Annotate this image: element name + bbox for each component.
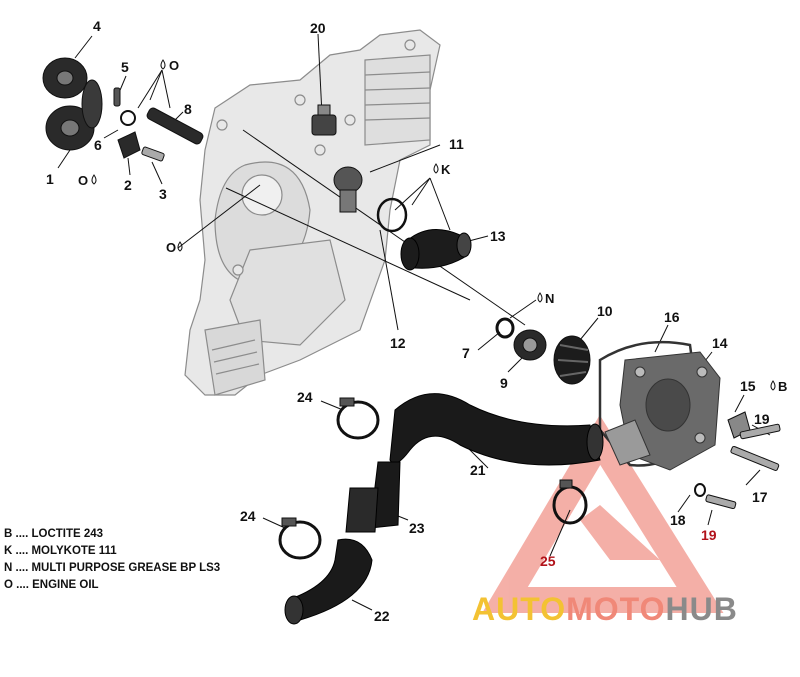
callout-15: 15 bbox=[740, 378, 756, 394]
callout-6: 6 bbox=[94, 137, 102, 153]
symbol-k: K bbox=[441, 162, 451, 177]
drop-icon bbox=[770, 380, 776, 391]
callout-25: 25 bbox=[540, 553, 556, 569]
callout-5: 5 bbox=[121, 59, 129, 75]
symbol-b: B bbox=[778, 379, 787, 394]
water-pump-housing bbox=[598, 340, 721, 471]
callout-13: 13 bbox=[490, 228, 506, 244]
watermark-triangle bbox=[482, 415, 724, 613]
symbol-o-top: O bbox=[169, 58, 179, 73]
hose-13 bbox=[400, 229, 472, 271]
drop-icon bbox=[177, 241, 183, 252]
callout-labels: 4 5 8 6 1 2 3 20 11 13 12 7 9 10 16 14 1… bbox=[46, 18, 770, 624]
callout-16: 16 bbox=[664, 309, 680, 325]
legend-row-b: B .... LOCTITE 243 bbox=[4, 528, 104, 540]
callout-2: 2 bbox=[124, 177, 132, 193]
lubricant-symbols: O O O K N B bbox=[78, 58, 787, 394]
small-parts-left bbox=[113, 87, 204, 162]
callout-21: 21 bbox=[470, 462, 486, 478]
callout-3: 3 bbox=[159, 186, 167, 202]
callout-19-upper: 19 bbox=[754, 411, 770, 427]
fasteners-right bbox=[694, 411, 781, 510]
callout-19-lower: 19 bbox=[701, 527, 717, 543]
watermark-part-3: HUB bbox=[665, 591, 738, 627]
watermark-part-1: AUTO bbox=[472, 591, 567, 627]
drop-icon bbox=[433, 163, 439, 174]
engine-housing bbox=[184, 29, 441, 396]
hose-clamps bbox=[278, 397, 588, 560]
lubricant-legend: B .... LOCTITE 243 K .... MOLYKOTE 111 N… bbox=[4, 526, 220, 594]
legend-row-n: N .... MULTI PURPOSE GREASE BP LS3 bbox=[4, 562, 221, 574]
callout-12: 12 bbox=[390, 335, 406, 351]
callout-8: 8 bbox=[184, 101, 192, 117]
thermostat-parts bbox=[311, 104, 408, 233]
callout-18: 18 bbox=[670, 512, 686, 528]
callout-23: 23 bbox=[409, 520, 425, 536]
callout-4: 4 bbox=[93, 18, 101, 34]
symbol-o-left: O bbox=[78, 173, 88, 188]
callout-17: 17 bbox=[752, 489, 768, 505]
drop-icon bbox=[160, 59, 166, 70]
callout-7: 7 bbox=[462, 345, 470, 361]
callout-22: 22 bbox=[374, 608, 390, 624]
symbol-o-cover: O bbox=[166, 240, 176, 255]
legend-row-o: O .... ENGINE OIL bbox=[4, 579, 99, 591]
drop-icon bbox=[537, 292, 543, 303]
watermark-logo: AUTOMOTOHUB bbox=[472, 591, 738, 628]
watermark-part-2: MOTO bbox=[566, 591, 666, 627]
callout-14: 14 bbox=[712, 335, 728, 351]
symbol-n: N bbox=[545, 291, 554, 306]
callout-20: 20 bbox=[310, 20, 326, 36]
drop-icon bbox=[91, 174, 97, 185]
callout-24-upper: 24 bbox=[297, 389, 313, 405]
lubricant-drop-icons bbox=[91, 59, 776, 391]
legend-row-k: K .... MOLYKOTE 111 bbox=[4, 545, 117, 557]
callout-11: 11 bbox=[449, 136, 464, 152]
pump-internals bbox=[495, 317, 591, 385]
callout-10: 10 bbox=[597, 303, 613, 319]
callout-9: 9 bbox=[500, 375, 508, 391]
gear-stack bbox=[42, 57, 103, 151]
callout-1: 1 bbox=[46, 171, 54, 187]
hoses-lower bbox=[284, 393, 604, 625]
callout-24-lower: 24 bbox=[240, 508, 256, 524]
